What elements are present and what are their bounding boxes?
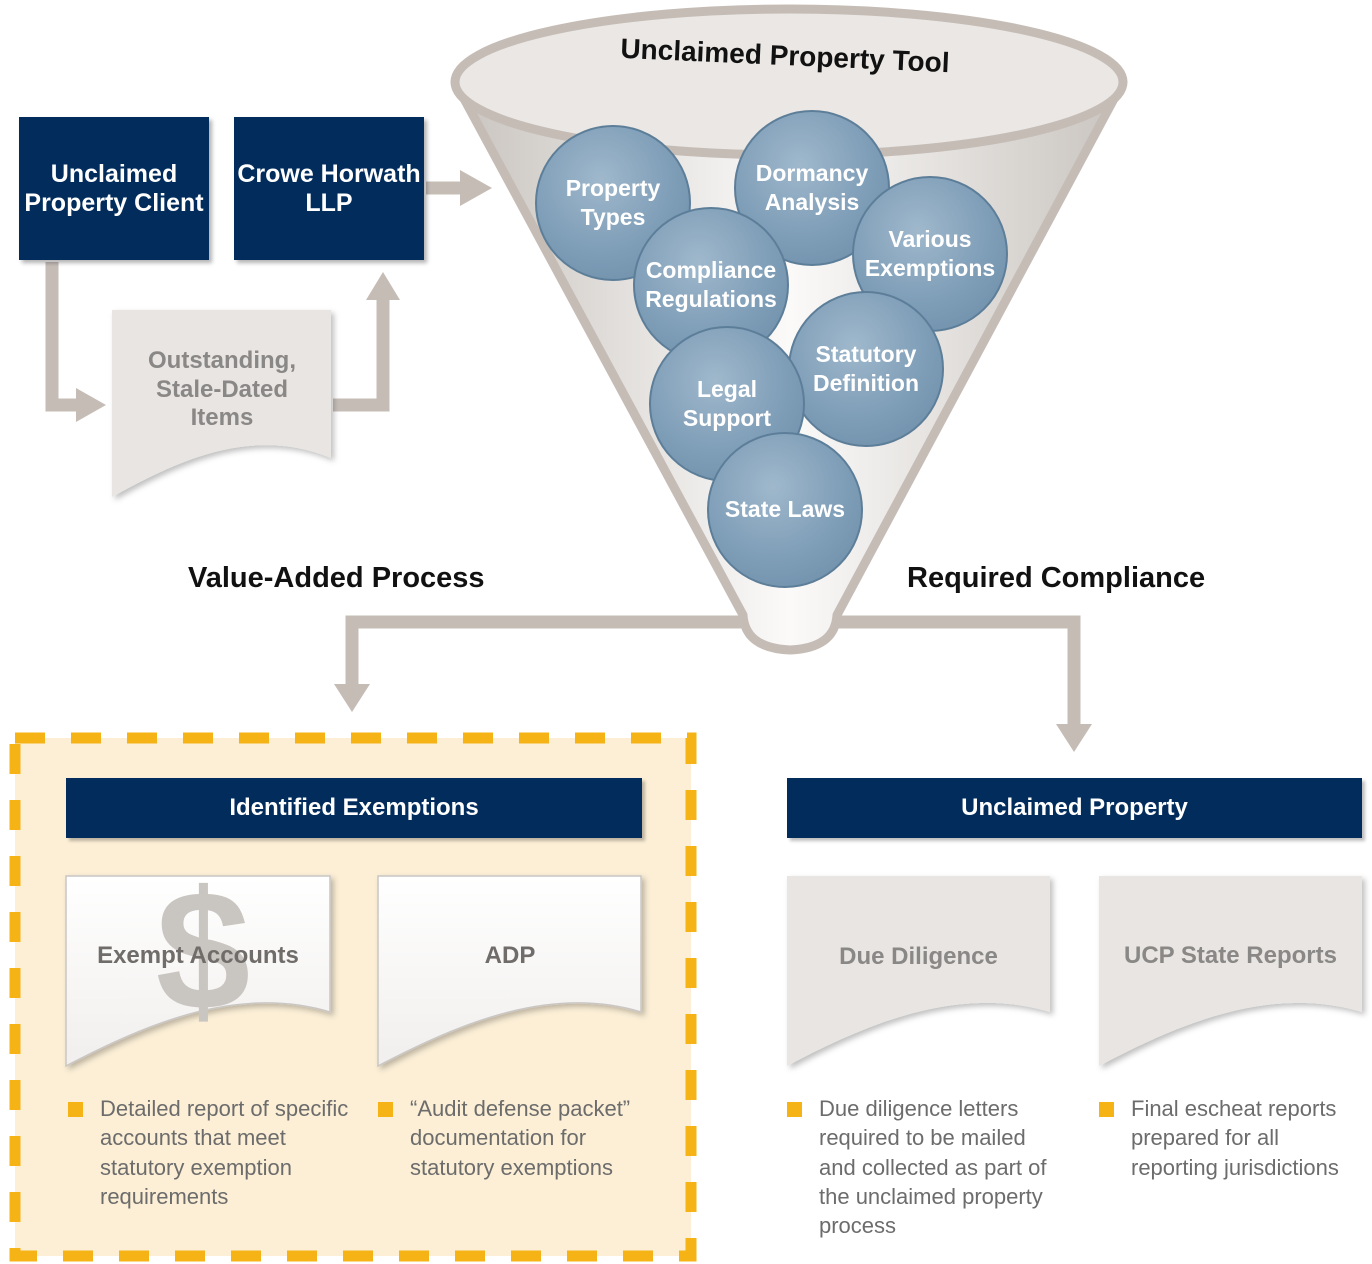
required-compliance-label: Required Compliance [907,562,1206,594]
crowe-to-funnel-arrow [426,170,492,206]
bullet-due-diligence: Due diligence letters required to be mai… [787,1094,1055,1240]
adp-shape [377,875,642,1068]
client-box-label: Unclaimed Property Client [24,159,204,217]
bullet-ucp-state-reports: Final escheat reports prepared for all r… [1099,1094,1344,1182]
funnel-to-exemptions-arrow [334,615,750,712]
ucp-state-reports-label: UCP State Reports [1124,941,1337,969]
due-diligence-label: Due Diligence [839,942,998,970]
dollar-icon: $ [155,856,251,1046]
circle-compliance-regulations: Compliance Regulations [633,207,789,363]
circle-state-laws: State Laws [707,432,863,588]
bullet-square-icon [378,1102,393,1117]
circle-various-exemptions: Various Exemptions [852,176,1008,332]
bullet-ucp-state-reports-text: Final escheat reports prepared for all r… [1131,1096,1339,1180]
client-to-outstanding-arrow [45,262,106,422]
adp-label: ADP [484,941,536,969]
bullet-square-icon [68,1102,83,1117]
bullet-exempt-accounts-text: Detailed report of specific accounts tha… [100,1096,349,1209]
exempt-accounts-shape [65,875,331,1068]
exempt-accounts-label: Exempt Accounts [97,941,299,969]
crowe-box [234,117,424,260]
outstanding-items-shape [112,310,331,497]
identified-exemptions-header: Identified Exemptions [66,778,642,838]
outstanding-items-label: Outstanding, Stale-Dated Items [148,346,296,432]
bullet-due-diligence-text: Due diligence letters required to be mai… [819,1096,1047,1238]
bullet-adp-text: “Audit defense packet” documentation for… [410,1096,631,1180]
circle-statutory-definition: Statutory Definition [788,291,944,447]
crowe-box-label: Crowe Horwath LLP [237,159,421,217]
unclaimed-property-header: Unclaimed Property [787,778,1362,838]
value-added-process-label: Value-Added Process [188,562,485,594]
due-diligence-shape [787,876,1050,1066]
outstanding-to-crowe-arrow [333,272,400,412]
bullet-square-icon [1099,1102,1114,1117]
bullet-exempt-accounts: Detailed report of specific accounts tha… [68,1094,363,1211]
client-box [19,117,209,260]
bullet-adp: “Audit defense packet” documentation for… [378,1094,670,1182]
funnel-to-unclaimed-property-arrow [820,615,1092,752]
ucp-state-reports-shape [1099,876,1362,1066]
bullet-square-icon [787,1102,802,1117]
